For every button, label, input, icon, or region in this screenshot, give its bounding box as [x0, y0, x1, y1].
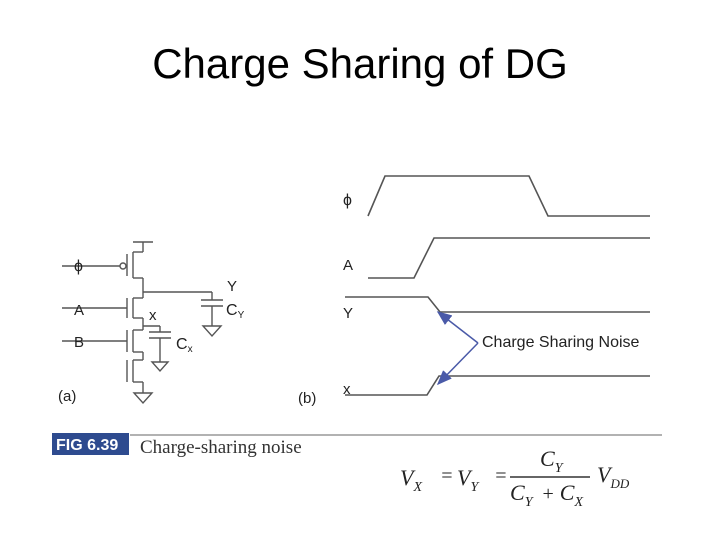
wave-a-label: A	[343, 257, 353, 274]
circuit-phi-label: ϕ	[74, 258, 83, 275]
circuit-b-label: B	[74, 334, 84, 351]
panel-b-label: (b)	[298, 390, 316, 407]
slide-title: Charge Sharing of DG	[152, 40, 568, 87]
cy-ground	[201, 325, 223, 338]
y-waveform	[345, 296, 650, 313]
eq-denominator: CY+CX	[510, 480, 583, 510]
waveforms	[345, 175, 650, 396]
a-waveform	[368, 237, 650, 279]
circuit-schematic	[62, 241, 223, 405]
cx-ground	[150, 361, 170, 373]
panel-a-label: (a)	[58, 388, 76, 405]
annotation-arrows	[436, 311, 479, 386]
eq-vdd: VDD	[597, 462, 630, 491]
charge-sharing-equation: VX = VY = CY CY+CX VDD	[400, 446, 630, 510]
arrow-to-x-icon	[436, 342, 479, 386]
wave-x-label: x	[343, 381, 351, 398]
caption-text: Charge-sharing noise	[140, 437, 302, 458]
cx-label: Cx	[176, 336, 193, 355]
x-waveform	[345, 375, 650, 396]
circuit-y-label: Y	[227, 278, 237, 295]
circuit-a-label: A	[74, 302, 84, 319]
circuit-labels: ϕ A B Y x CY Cx (a)	[58, 258, 245, 405]
charge-sharing-annotation: Charge Sharing Noise	[482, 334, 640, 351]
foot-ground	[132, 392, 154, 405]
waveform-labels: ϕ A Y x (b) Charge Sharing Noise	[298, 192, 640, 407]
phi-waveform	[367, 175, 650, 217]
fig-label: FIG 6.39	[56, 437, 118, 454]
cy-label: CY	[226, 302, 245, 321]
pmos-bubble	[119, 262, 127, 270]
eq-vy: VY	[457, 465, 480, 495]
eq-equals-1: =	[440, 465, 454, 487]
arrow-to-y-icon	[436, 311, 479, 344]
wave-phi-label: ϕ	[343, 192, 352, 209]
fig-label-box	[52, 433, 129, 455]
eq-numerator: CY	[540, 446, 565, 476]
eq-equals-2: =	[494, 465, 508, 487]
wave-y-label: Y	[343, 305, 353, 322]
eq-vx: VX	[400, 465, 422, 495]
circuit-x-label: x	[149, 307, 157, 324]
